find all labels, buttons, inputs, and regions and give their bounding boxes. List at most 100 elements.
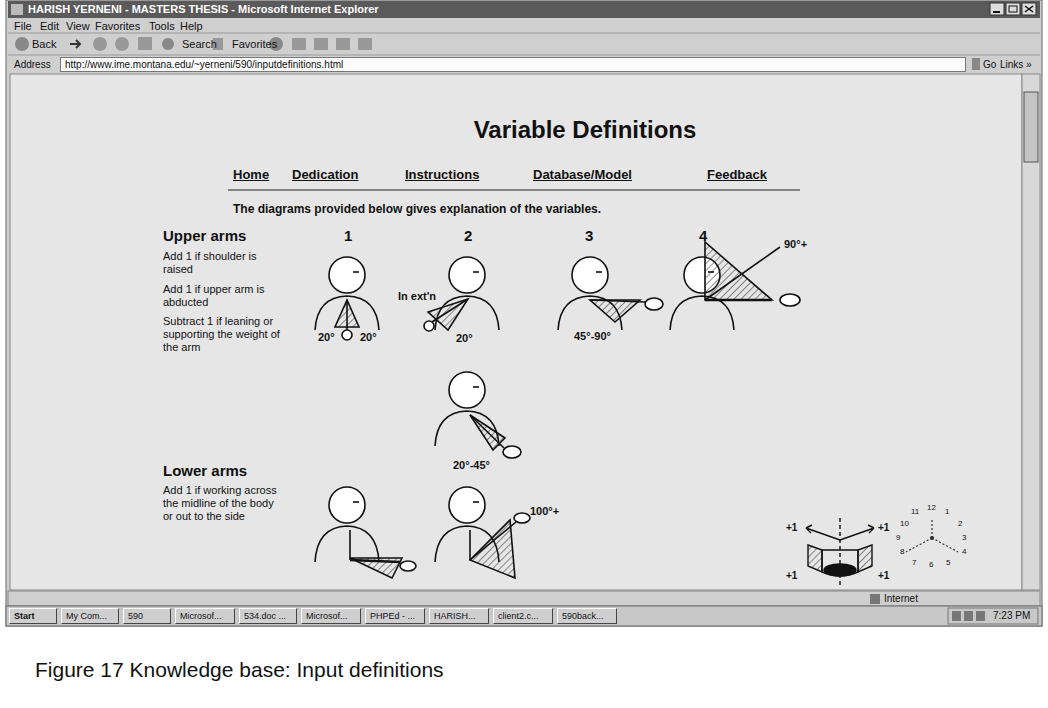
posture-figures [315, 242, 800, 578]
toolbar-divider [8, 55, 1040, 56]
angle-label: 20° [318, 331, 335, 344]
score-label: +1 [786, 522, 797, 534]
wrist-diagram [806, 518, 874, 586]
section-heading: Lower arms [163, 462, 247, 480]
clock-number: 12 [927, 503, 936, 513]
taskbar [6, 606, 1042, 626]
clock-number: 1 [945, 507, 949, 517]
nav-link: Dedication [292, 167, 358, 183]
clock-number: 4 [962, 547, 966, 557]
nav-link: Instructions [405, 167, 479, 183]
page-heading: Variable Definitions [474, 116, 697, 145]
clock-number: 10 [900, 519, 909, 529]
angle-label: 90°+ [784, 238, 807, 251]
taskbar-button: My Com... [61, 608, 119, 624]
nav-link: Home [233, 167, 269, 183]
clock-number: 9 [896, 533, 900, 543]
menu-item: View [66, 20, 90, 33]
clock-number: 8 [900, 547, 904, 557]
node-text: Start [14, 611, 35, 621]
nav-link: Database/Model [533, 167, 632, 183]
go-button: Go [983, 59, 996, 71]
taskbar-button: 534.doc ... [239, 608, 297, 624]
toolbar-icons [15, 37, 372, 51]
address-label: Address [14, 59, 51, 71]
angle-label: 20°-45° [453, 459, 490, 472]
rule-text: Subtract 1 if leaning or supporting the … [163, 315, 281, 355]
menu-item: Tools [149, 20, 175, 33]
score-label: +1 [878, 522, 889, 534]
node-text: 534.doc ... [244, 611, 286, 621]
system-tray [948, 608, 1038, 624]
node-text: Microsof... [180, 611, 222, 621]
window-buttons [990, 3, 1036, 15]
toolbar-button: Favorites [232, 38, 277, 51]
taskbar-button: client2.c... [493, 608, 553, 624]
title-bar [8, 1, 1040, 18]
taskbar-button: 590back... [557, 608, 617, 624]
angle-label: 45°-90° [574, 330, 611, 343]
clock-number: 6 [929, 560, 933, 570]
node-text: http://www.ime.montana.edu/~yerneni/590/… [65, 59, 343, 70]
clock-diagram [906, 520, 958, 552]
angle-label: 100°+ [530, 505, 559, 518]
column-number: 2 [464, 227, 472, 245]
rule-text: Add 1 if upper arm is abducted [163, 283, 281, 309]
taskbar-button: HARISH... [429, 608, 489, 624]
menu-item: File [14, 20, 32, 33]
status-bar [8, 591, 1040, 606]
taskbar-button: 590 [123, 608, 171, 624]
rule-text: Add 1 if working across the midline of t… [163, 484, 281, 524]
section-heading: Upper arms [163, 227, 246, 245]
taskbar-button: Microsof... [301, 608, 361, 624]
column-number: 3 [585, 227, 593, 245]
rule-text: Add 1 if shoulder is raised [163, 250, 281, 276]
nav-rule [228, 190, 800, 191]
start-button: Start [9, 608, 57, 624]
address-field: http://www.ime.montana.edu/~yerneni/590/… [60, 57, 966, 72]
taskbar-clock: 7:23 PM [993, 610, 1030, 622]
scroll-thumb [1024, 92, 1038, 162]
nav-link: Feedback [707, 167, 767, 183]
menu-item: Help [180, 20, 203, 33]
menu-item: Favorites [95, 20, 140, 33]
node-text: Microsof... [306, 611, 348, 621]
ie-icon [11, 4, 23, 15]
node-text: client2.c... [498, 611, 539, 621]
node-text: PHPEd - ... [370, 611, 415, 621]
node-text: My Com... [66, 611, 107, 621]
scrollbar [1022, 74, 1040, 590]
column-number: 4 [699, 227, 707, 245]
node-text: 590 [128, 611, 143, 621]
angle-label: 20° [360, 331, 377, 344]
status-zone: Internet [884, 593, 918, 605]
figure-caption: Figure 17 Knowledge base: Input definiti… [35, 657, 444, 682]
intro-text: The diagrams provided below gives explan… [233, 202, 601, 216]
clock-number: 2 [958, 519, 962, 529]
clock-number: 3 [962, 533, 966, 543]
go-icon [972, 58, 980, 70]
clock-number: 7 [912, 558, 916, 568]
angle-label: In ext'n [398, 290, 436, 303]
taskbar-button: Microsof... [175, 608, 235, 624]
angle-label: 20° [456, 332, 473, 345]
window-frame [6, 0, 1042, 626]
zone-icon [870, 594, 880, 604]
clock-number: 11 [911, 507, 919, 517]
links-button: Links » [1000, 59, 1032, 71]
node-text: 590back... [562, 611, 604, 621]
column-number: 1 [344, 227, 352, 245]
menu-divider [8, 33, 1040, 34]
node-text: HARISH... [434, 611, 476, 621]
toolbar-button: Back [32, 38, 56, 51]
clock-number: 5 [946, 558, 950, 568]
toolbar-button: Search [182, 38, 217, 51]
window-title: HARISH YERNENI - MASTERS THESIS - Micros… [28, 3, 379, 16]
menu-item: Edit [40, 20, 59, 33]
score-label: +1 [878, 570, 889, 582]
score-label: +1 [786, 570, 797, 582]
page-content-area [10, 74, 1022, 590]
tray-icons [952, 611, 985, 621]
taskbar-button: PHPEd - ... [365, 608, 425, 624]
